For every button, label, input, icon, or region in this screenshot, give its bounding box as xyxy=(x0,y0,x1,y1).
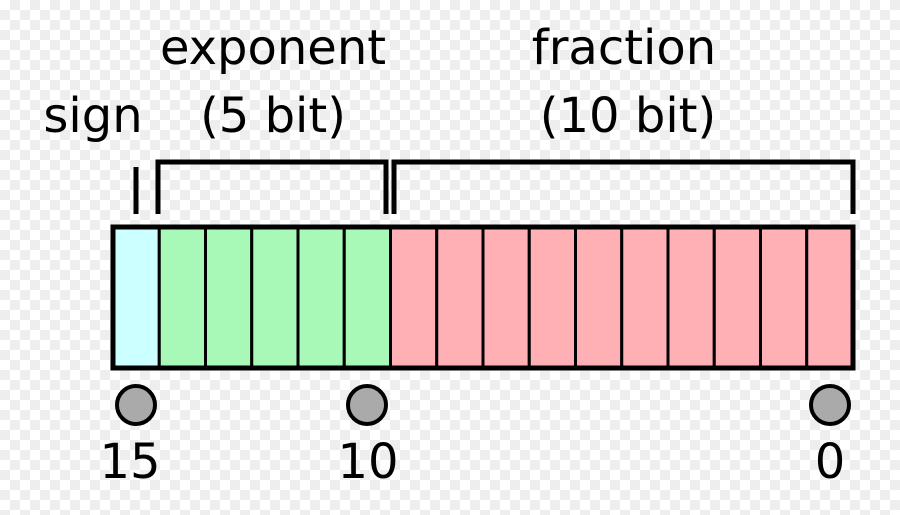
bit-15-marker xyxy=(115,384,157,426)
fraction-bit-cell xyxy=(666,225,716,370)
fraction-bracket xyxy=(391,159,856,214)
fraction-bit-cell xyxy=(805,225,855,370)
fraction-bit-cell xyxy=(527,225,577,370)
fraction-bit-cell xyxy=(574,225,624,370)
fraction-bit-cell xyxy=(712,225,762,370)
bit-0-marker xyxy=(809,384,851,426)
exponent-bits-label: (5 bit) xyxy=(200,88,346,144)
fraction-bit-cell xyxy=(481,225,531,370)
bit-0-label: 0 xyxy=(815,434,846,490)
exponent-bit-cell xyxy=(204,225,254,370)
sign-bit-cell xyxy=(111,225,161,370)
fraction-label: fraction xyxy=(532,20,716,76)
sign-label: sign xyxy=(43,88,142,144)
exponent-bracket xyxy=(155,159,389,214)
exponent-bit-cell xyxy=(250,225,300,370)
bit-15-label: 15 xyxy=(99,434,160,490)
fraction-bits-label: (10 bit) xyxy=(540,88,716,144)
exponent-bit-cell xyxy=(157,225,207,370)
fraction-bit-cell xyxy=(620,225,670,370)
fraction-bit-cell xyxy=(759,225,809,370)
exponent-bit-cell xyxy=(296,225,346,370)
bit-10-marker xyxy=(346,384,388,426)
bit-10-label: 10 xyxy=(337,434,398,490)
bit-row-outline xyxy=(110,224,856,371)
fraction-bit-cell xyxy=(435,225,485,370)
bit-cells xyxy=(110,224,856,371)
fraction-bit-cell xyxy=(389,225,439,370)
exponent-label: exponent xyxy=(160,20,386,76)
exponent-bit-cell xyxy=(342,225,392,370)
